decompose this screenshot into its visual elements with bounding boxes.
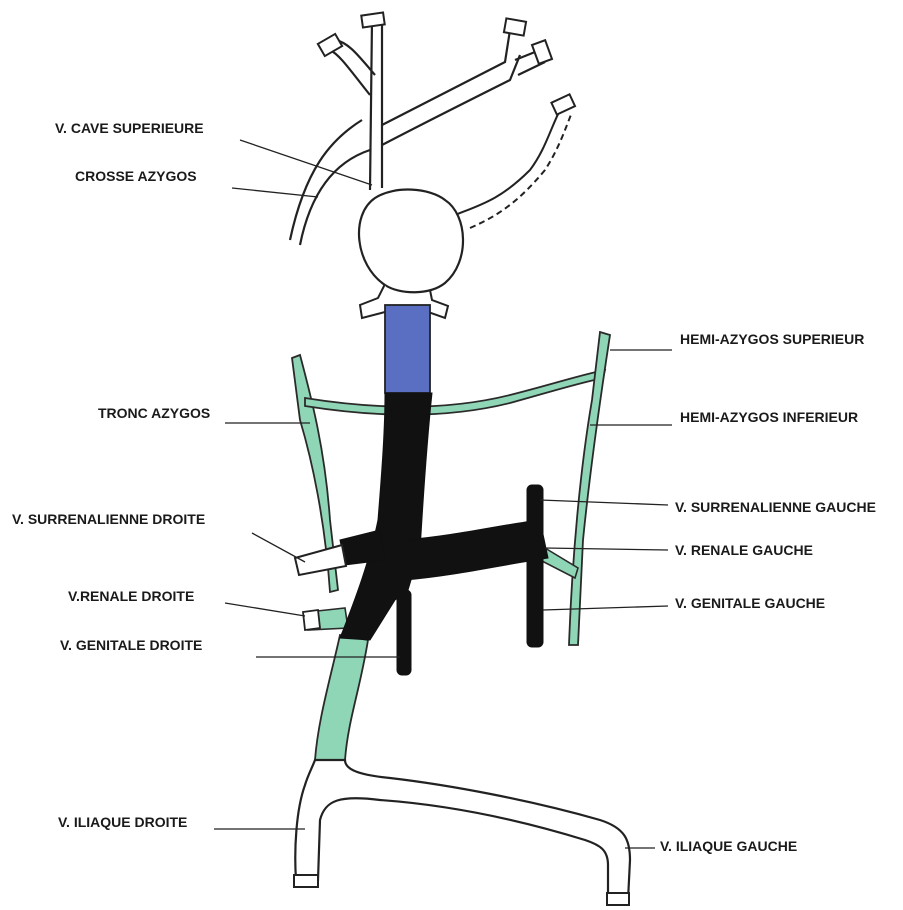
accessory-cap [551,94,575,114]
leader-surrenalienne-gauche [540,500,668,505]
accessory-hemiazygos-vessel [455,110,560,215]
label-cave-superieure: V. CAVE SUPERIEURE [55,120,204,136]
right-iliac-cap [294,875,318,887]
label-iliaque-gauche: V. ILIAQUE GAUCHE [660,838,797,854]
heart-shape [359,190,463,318]
label-hemi-azygos-inferieur: HEMI-AZYGOS INFERIEUR [680,409,858,425]
leader-surrenalienne-droite [252,533,305,562]
label-tronc-azygos: TRONC AZYGOS [98,405,210,421]
leader-genitale-gauche [543,606,668,610]
leader-cave-superieure [240,140,372,185]
upper-right-cap-2 [532,40,552,64]
label-surrenalienne-gauche: V. SURRENALIENNE GAUCHE [675,499,876,515]
label-renale-gauche: V. RENALE GAUCHE [675,542,813,558]
right-renal-stub [303,610,320,630]
label-iliaque-droite: V. ILIAQUE DROITE [58,814,187,830]
left-iliac-cap [607,893,629,905]
black-veins [340,393,548,675]
blue-segment [385,305,430,393]
leader-renale-droite [225,603,305,616]
label-surrenalienne-droite: V. SURRENALIENNE DROITE [12,511,205,527]
upper-right-cap-1 [504,18,526,35]
leader-renale-gauche [545,548,668,550]
label-crosse-azygos: CROSSE AZYGOS [75,168,197,184]
accessory-hemiazygos-dashed [470,112,572,228]
svc-top-cap [361,13,384,28]
brachiocephalic-vessel [382,30,520,145]
label-genitale-gauche: V. GENITALE GAUCHE [675,595,825,611]
label-hemi-azygos-superieur: HEMI-AZYGOS SUPERIEUR [680,331,864,347]
upper-left-cap [318,34,342,56]
crosse-azygos-vessel [290,120,370,245]
superior-vena-cava-vessel [370,20,382,190]
label-genitale-droite: V. GENITALE DROITE [60,637,202,653]
iliac-veins-white [294,760,630,905]
label-renale-droite: V.RENALE DROITE [68,588,194,604]
